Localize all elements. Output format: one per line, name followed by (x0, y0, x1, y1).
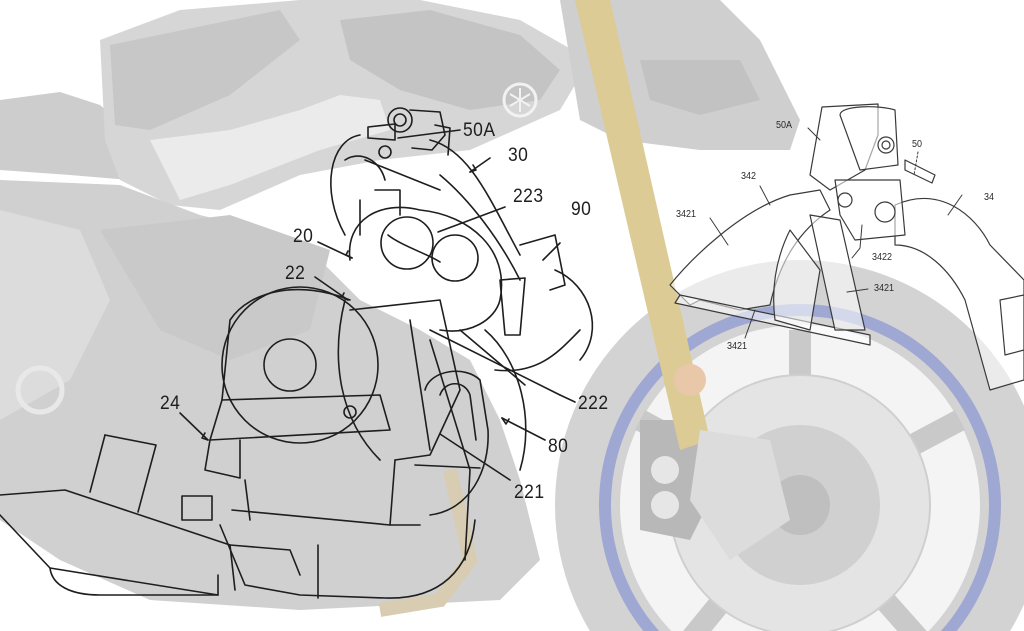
label-50-valve: 50 (912, 139, 923, 150)
label-3421-scoop-arm-right: 3421 (874, 283, 895, 294)
label-342-scoop: 342 (741, 171, 757, 182)
label-24-crankcase: 24 (160, 393, 181, 414)
label-50a-valve: 50A (463, 120, 496, 141)
label-221-tube: 221 (514, 482, 545, 503)
label-34-intake-horn: 34 (984, 192, 995, 203)
label-222-passage: 222 (578, 393, 609, 414)
label-50a-bracket: 50A (776, 120, 793, 131)
label-20-engine: 20 (293, 226, 314, 247)
label-223-airbox: 223 (513, 186, 544, 207)
label-3421-scoop-arm-center: 3421 (727, 341, 748, 352)
label-22-cylinder: 22 (285, 263, 306, 284)
label-3421-scoop-arm-left: 3421 (676, 209, 697, 220)
label-90-filter-box: 90 (571, 199, 592, 220)
label-3422-joint: 3422 (872, 252, 893, 263)
label-30-intake-duct: 30 (508, 145, 529, 166)
label-80-pipe: 80 (548, 436, 569, 457)
